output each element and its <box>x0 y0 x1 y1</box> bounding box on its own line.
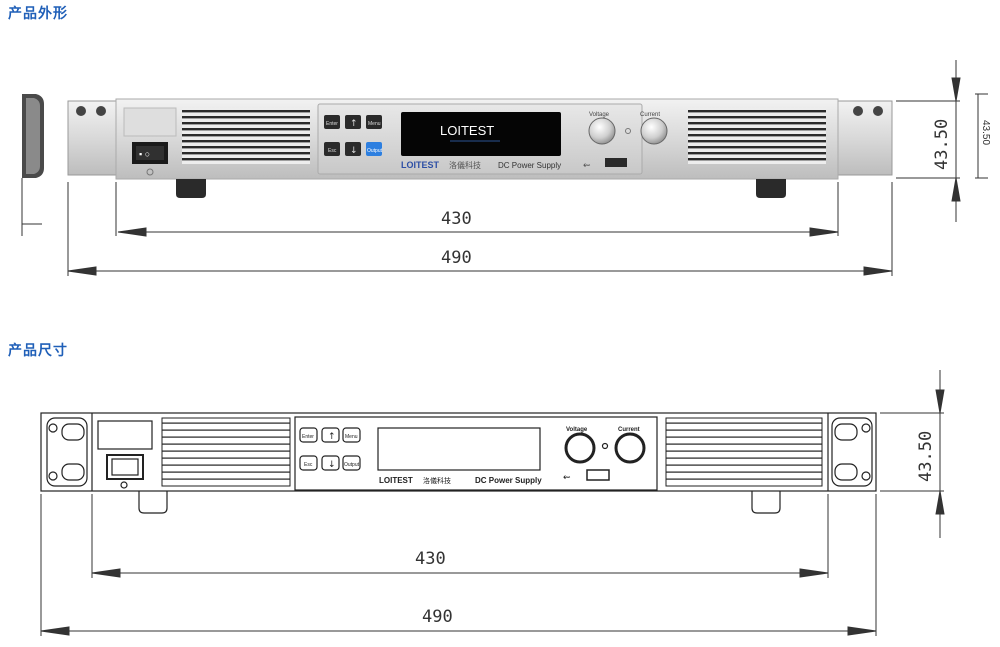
foot-left <box>176 179 206 198</box>
display-logo: LOITEST <box>440 123 494 138</box>
knob-label-current: Current <box>640 112 660 118</box>
drawing-model-text: DC Power Supply <box>475 476 542 485</box>
dim-drawing-height: 43.50 <box>916 431 936 482</box>
knob-label-voltage: Voltage <box>589 112 610 118</box>
button-label-enter: Enter <box>326 121 338 127</box>
drawing-button-output: Output <box>344 462 360 468</box>
svg-text:↓: ↓ <box>350 146 358 156</box>
drawing-button-esc: Esc <box>304 462 313 468</box>
drawing-vent-left <box>161 417 291 487</box>
model-text: DC Power Supply <box>498 161 561 170</box>
device-drawing <box>40 412 877 492</box>
panel-buttons: Enter ↑ Menu Esc ↓ Output <box>324 115 383 156</box>
current-knob <box>640 117 668 145</box>
vent-right <box>688 108 826 164</box>
usb-icon: ⇜ <box>583 161 591 171</box>
dim-drawing-inner-width: 430 <box>415 549 446 569</box>
dim-side-height: 43.50 <box>980 120 991 145</box>
dim-photo-height: 43.50 <box>932 119 952 170</box>
dim-drawing-outer-width: 490 <box>422 607 453 627</box>
drawing-voltage-knob <box>564 432 596 464</box>
usb-port <box>605 158 627 167</box>
rack-ear-left <box>67 100 117 176</box>
button-label-menu: Menu <box>368 121 381 127</box>
drawing-brand-logo: LOITEST <box>379 476 413 485</box>
drawing-button-enter: Enter <box>302 434 314 440</box>
drawing-button-menu: Menu <box>345 434 358 440</box>
drawing-down-arrow: ↓ <box>328 460 336 470</box>
drawing-usb-icon: ⇜ <box>563 473 571 483</box>
drawing-feet <box>138 491 781 514</box>
drawing-knob-label-current: Current <box>618 427 640 433</box>
drawing-display <box>377 427 541 471</box>
drawing-power-box <box>97 420 153 450</box>
drawing-up-arrow: ↑ <box>328 432 336 442</box>
drawing-knob-label-voltage: Voltage <box>566 427 588 433</box>
vent-left <box>182 108 310 164</box>
drawing-panel <box>294 416 658 491</box>
dim-photo-inner-width: 430 <box>441 209 472 229</box>
brand-cn: 洛儀科技 <box>449 160 481 170</box>
side-profile <box>21 94 44 236</box>
svg-text:↑: ↑ <box>350 119 358 129</box>
photo-dimensions <box>67 60 988 276</box>
section-title-dimensions: 产品尺寸 <box>8 343 68 359</box>
section-title-appearance: 产品外形 <box>8 6 68 22</box>
voltage-knob <box>588 117 616 145</box>
drawing-current-knob <box>614 432 646 464</box>
foot-right <box>756 179 786 198</box>
drawing-usb-port <box>586 469 610 481</box>
device-photo: ▪ ○ Enter ↑ Menu Esc ↓ Output LOITEST LO… <box>21 94 893 236</box>
drawing-dimensions <box>40 370 945 636</box>
brand-logo: LOITEST <box>401 160 440 170</box>
drawing-power-switch <box>106 454 144 480</box>
drawing-vent-right <box>665 417 823 487</box>
drawing-outline <box>40 412 877 492</box>
drawing-brand-cn: 洛儀科技 <box>423 476 451 485</box>
dim-photo-outer-width: 490 <box>441 248 472 268</box>
button-label-esc: Esc <box>328 148 337 154</box>
lcd-display <box>401 112 561 156</box>
rack-ear-right <box>837 100 893 176</box>
svg-text:▪ ○: ▪ ○ <box>139 149 150 159</box>
button-label-output: Output <box>367 148 383 154</box>
